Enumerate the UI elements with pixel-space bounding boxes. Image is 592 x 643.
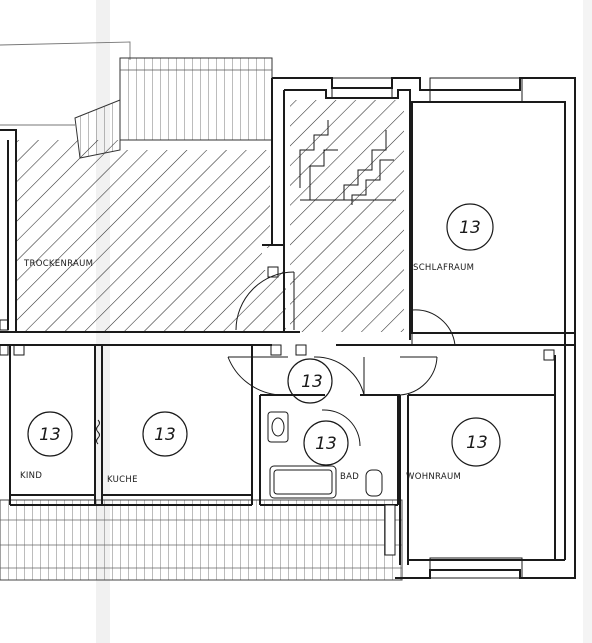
- room-number-circle-kind: [27, 411, 73, 457]
- room-number-circle-wohnraum: [451, 417, 501, 467]
- door-swings: [227, 271, 456, 447]
- page-right-edge: [583, 0, 592, 643]
- room-number-circle-kueche: [142, 411, 188, 457]
- room-label-wohnraum: WOHNRAUM: [406, 472, 461, 482]
- room-number-flur: 13: [301, 372, 323, 392]
- room-label-schlafraum: SCHLAFRAUM: [413, 263, 474, 273]
- room-number-bad: 13: [315, 434, 337, 454]
- room-number-circles: [27, 203, 501, 467]
- hatched-zones: [16, 100, 404, 332]
- room-number-kueche: 13: [154, 425, 176, 445]
- room-label-kueche: KUCHE: [107, 475, 138, 485]
- windows: [331, 77, 523, 579]
- washbasin: [267, 411, 289, 443]
- roof-bottom: [0, 499, 403, 581]
- room-label-bad: BAD: [340, 472, 359, 482]
- room-number-wohnraum: 13: [466, 433, 488, 453]
- room-number-kind: 13: [39, 425, 61, 445]
- radiator-symbol: [96, 419, 100, 445]
- wall-notches: [295, 344, 396, 556]
- room-number-circle-bad: [303, 420, 349, 466]
- room-label-kind: KIND: [20, 471, 42, 481]
- room-number-schlafraum: 13: [459, 218, 481, 238]
- toilet: [365, 469, 383, 497]
- chimneys: [0, 266, 555, 361]
- room-label-trockenraum: TROCKENRAUM: [23, 259, 93, 269]
- roof-dormer: [74, 57, 273, 159]
- bathtub: [269, 465, 337, 499]
- staircase: [299, 120, 396, 205]
- room-number-circle-schlafraum: [446, 203, 494, 251]
- bathroom-fixtures: [267, 411, 383, 499]
- roof-outline: [0, 41, 131, 126]
- room-number-circle-flur: [287, 358, 333, 404]
